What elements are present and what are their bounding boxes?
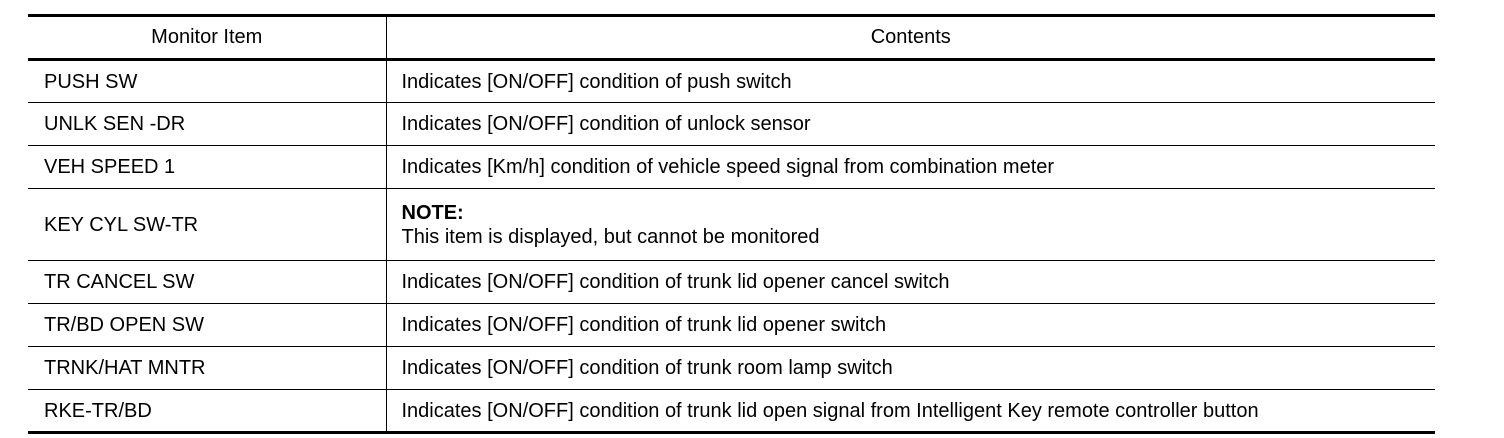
table-row-trnk-hat-mntr: TRNK/HAT MNTR Indicates [ON/OFF] conditi… <box>28 346 1435 390</box>
monitor-item-cell: PUSH SW <box>28 59 386 103</box>
table-row-unlk-sen-dr: UNLK SEN -DR Indicates [ON/OFF] conditio… <box>28 102 1435 146</box>
monitor-item-table: Monitor Item Contents PUSH SW Indicates … <box>28 14 1435 434</box>
table-row-push-sw: PUSH SW Indicates [ON/OFF] condition of … <box>28 59 1435 103</box>
contents-cell: Indicates [ON/OFF] condition of unlock s… <box>385 102 1435 146</box>
monitor-item-cell: KEY CYL SW-TR <box>28 188 386 261</box>
note-label: NOTE: <box>401 201 464 224</box>
table-header-row: Monitor Item Contents <box>28 14 1435 61</box>
monitor-item-cell: TRNK/HAT MNTR <box>28 346 386 390</box>
note-text: This item is displayed, but cannot be mo… <box>401 225 820 248</box>
contents-cell: Indicates [ON/OFF] condition of trunk li… <box>385 389 1435 434</box>
table-row-tr-cancel-sw: TR CANCEL SW Indicates [ON/OFF] conditio… <box>28 260 1435 304</box>
monitor-item-cell: UNLK SEN -DR <box>28 102 386 146</box>
monitor-item-cell: VEH SPEED 1 <box>28 145 386 189</box>
table-row-veh-speed-1: VEH SPEED 1 Indicates [Km/h] condition o… <box>28 145 1435 189</box>
monitor-item-cell: RKE-TR/BD <box>28 389 386 434</box>
contents-cell: NOTE: This item is displayed, but cannot… <box>385 188 1435 261</box>
contents-cell: Indicates [ON/OFF] condition of trunk li… <box>385 303 1435 347</box>
header-monitor-item: Monitor Item <box>28 14 386 61</box>
contents-cell: Indicates [ON/OFF] condition of push swi… <box>385 59 1435 103</box>
table-row-tr-bd-open-sw: TR/BD OPEN SW Indicates [ON/OFF] conditi… <box>28 303 1435 347</box>
table-row-rke-tr-bd: RKE-TR/BD Indicates [ON/OFF] condition o… <box>28 389 1435 434</box>
monitor-item-cell: TR CANCEL SW <box>28 260 386 304</box>
contents-cell: Indicates [ON/OFF] condition of trunk ro… <box>385 346 1435 390</box>
table-row-key-cyl-sw-tr: KEY CYL SW-TR NOTE: This item is display… <box>28 188 1435 261</box>
header-contents: Contents <box>385 14 1435 61</box>
monitor-item-cell: TR/BD OPEN SW <box>28 303 386 347</box>
contents-cell: Indicates [Km/h] condition of vehicle sp… <box>385 145 1435 189</box>
contents-cell: Indicates [ON/OFF] condition of trunk li… <box>385 260 1435 304</box>
